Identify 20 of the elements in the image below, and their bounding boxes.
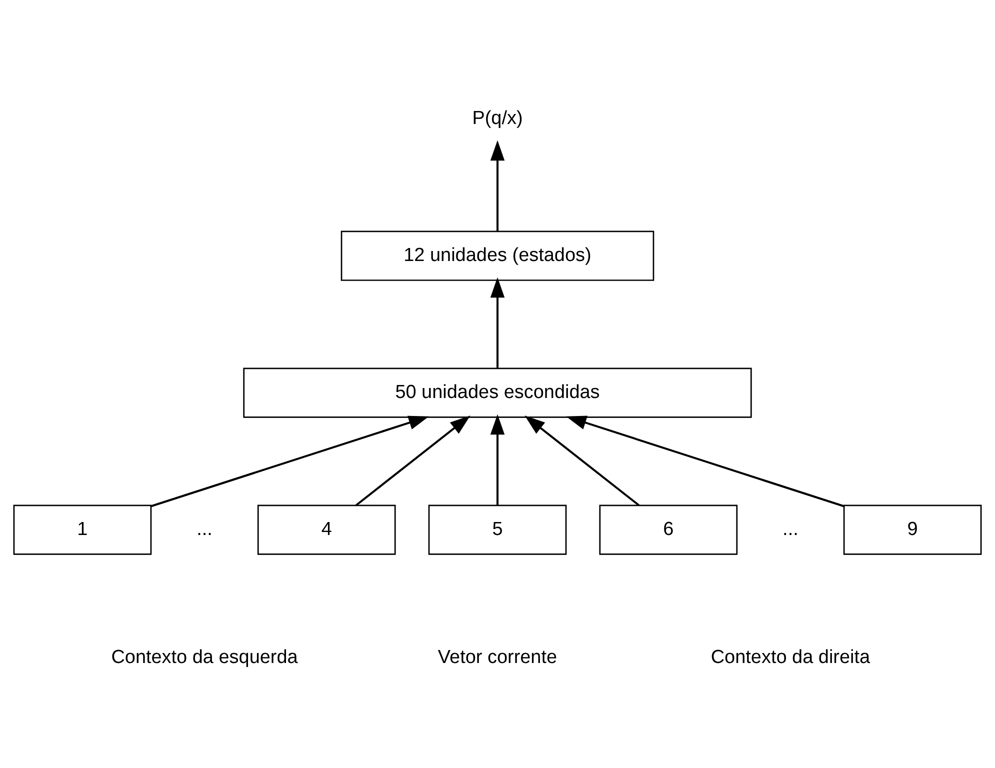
arrow: [490, 277, 505, 368]
node-box: 6: [599, 504, 738, 555]
node-box: 12 unidades (estados): [340, 230, 654, 281]
arrow: [490, 414, 505, 506]
node-box: 5: [428, 504, 567, 555]
node-text: P(q/x): [472, 108, 523, 129]
node-box: 50 unidades escondidas: [243, 368, 752, 418]
label: Contexto da esquerda: [111, 646, 298, 668]
node-box: 9: [843, 504, 982, 555]
arrow: [524, 416, 640, 506]
arrow: [355, 416, 470, 506]
label: ...: [196, 518, 212, 540]
label: Contexto da direita: [710, 646, 870, 668]
label: Vetor corrente: [438, 646, 558, 668]
arrow: [490, 140, 505, 232]
label: ...: [782, 518, 798, 540]
arrow: [150, 416, 429, 508]
node-box: 1: [13, 504, 152, 555]
arrow: [566, 416, 844, 508]
node-box: 4: [257, 504, 396, 555]
